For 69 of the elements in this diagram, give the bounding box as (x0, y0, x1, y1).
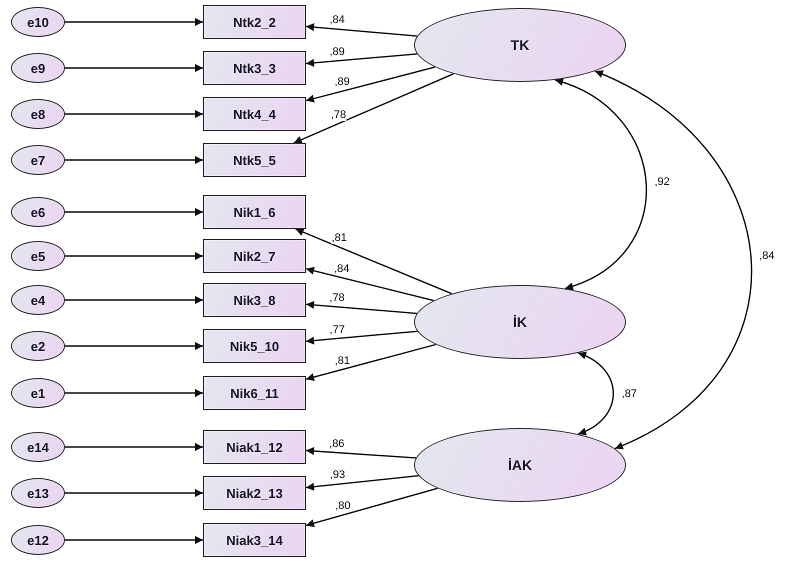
indicator-box: Nik5_10 (203, 329, 306, 363)
edge-label: ,78 (329, 292, 345, 304)
error-term-circle: e7 (11, 145, 65, 175)
edge-label: ,84 (759, 250, 774, 262)
arrow (306, 300, 417, 314)
error-term-circle: e2 (11, 331, 65, 361)
arrow (306, 266, 434, 302)
error-term-circle: e9 (11, 53, 65, 83)
latent-variable-ellipse: TK (414, 8, 626, 82)
double-headed-arrow (594, 70, 752, 450)
arrow (306, 23, 418, 37)
latent-variable-ellipse: İK (414, 285, 626, 359)
error-term-circle: e4 (11, 285, 65, 315)
indicator-box: Niak3_14 (203, 523, 306, 557)
error-term-circle: e1 (11, 378, 65, 408)
edge-label: ,87 (622, 388, 637, 400)
arrow (65, 443, 203, 451)
indicator-box: Ntk5_5 (203, 143, 306, 177)
arrow (65, 389, 203, 397)
edge-label: ,80 (335, 500, 350, 512)
edge-label: ,86 (329, 438, 344, 450)
error-term-circle: e14 (11, 432, 65, 462)
arrow (65, 252, 203, 260)
error-term-circle: e5 (11, 241, 65, 271)
arrow (65, 156, 203, 164)
arrow (65, 536, 203, 544)
edge-label: ,81 (332, 232, 347, 244)
indicator-box: Ntk3_3 (203, 51, 306, 85)
arrow (306, 344, 436, 382)
indicator-box: Nik1_6 (203, 195, 306, 229)
edge-label: ,93 (330, 469, 346, 482)
arrow (306, 53, 418, 67)
edge-label: ,89 (329, 46, 345, 58)
double-headed-arrow (578, 352, 614, 435)
arrow (306, 66, 436, 102)
indicator-box: Nik3_8 (203, 283, 306, 317)
arrow (65, 110, 203, 118)
error-term-circle: e8 (11, 99, 65, 129)
indicator-box: Niak2_13 (203, 476, 306, 510)
arrow (306, 330, 418, 345)
arrow (65, 18, 203, 26)
double-headed-arrow (554, 78, 647, 290)
edge-label: ,89 (334, 76, 350, 88)
edge-label: ,92 (654, 176, 670, 188)
indicator-box: Nik2_7 (203, 239, 306, 273)
latent-variable-ellipse: İAK (414, 428, 626, 502)
error-term-circle: e13 (11, 478, 65, 508)
arrow (306, 475, 419, 491)
edge-label: ,81 (334, 354, 350, 366)
error-term-circle: e6 (11, 197, 65, 227)
indicator-box: Nik6_11 (203, 376, 306, 410)
indicator-box: Ntk2_2 (203, 5, 306, 39)
arrow (65, 296, 203, 304)
edge-label: ,84 (334, 262, 350, 275)
arrow (65, 208, 203, 216)
indicator-box: Niak1_12 (203, 430, 306, 464)
arrow (65, 342, 203, 350)
arrow (65, 489, 203, 497)
error-term-circle: e10 (11, 7, 65, 37)
arrow (65, 64, 203, 72)
indicator-box: Ntk4_4 (203, 97, 306, 131)
arrow (306, 488, 438, 528)
arrow (293, 73, 454, 144)
edge-label: ,78 (330, 108, 346, 121)
edge-label: ,77 (330, 324, 345, 336)
arrow (295, 228, 452, 294)
edge-label: ,84 (329, 14, 345, 26)
arrow (306, 447, 416, 459)
error-term-circle: e12 (11, 525, 65, 555)
